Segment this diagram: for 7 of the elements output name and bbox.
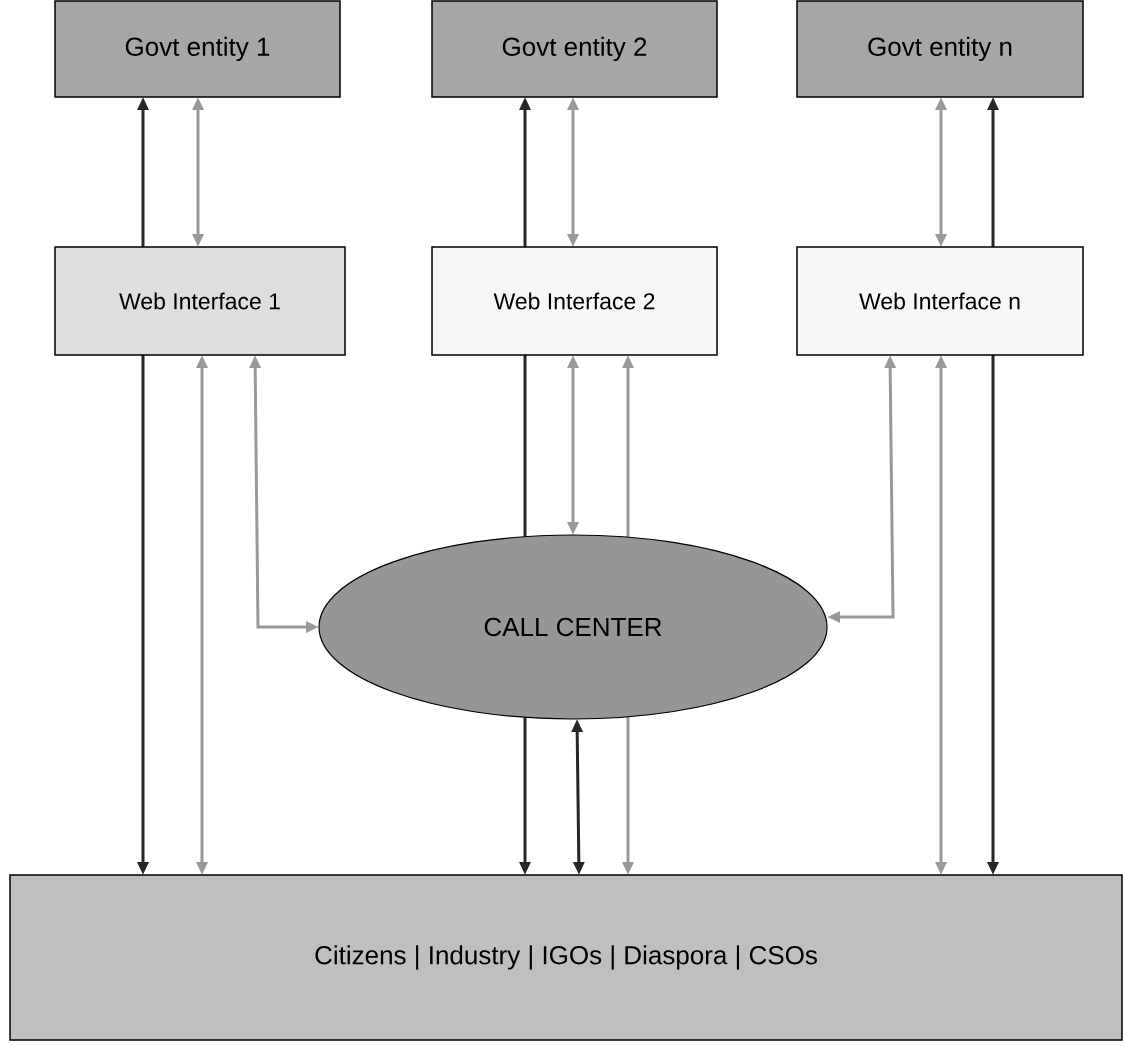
interface-box: Web Interface n — [796, 246, 1084, 356]
entity-box: Govt entity n — [796, 0, 1084, 98]
entity-box: Govt entity 1 — [54, 0, 341, 98]
interface-box: Web Interface 2 — [431, 246, 718, 356]
audience-bar: Citizens | Industry | IGOs | Diaspora | CSOs — [9, 874, 1123, 1041]
entity-box: Govt entity 2 — [431, 0, 718, 98]
interface-box: Web Interface 1 — [54, 246, 346, 356]
